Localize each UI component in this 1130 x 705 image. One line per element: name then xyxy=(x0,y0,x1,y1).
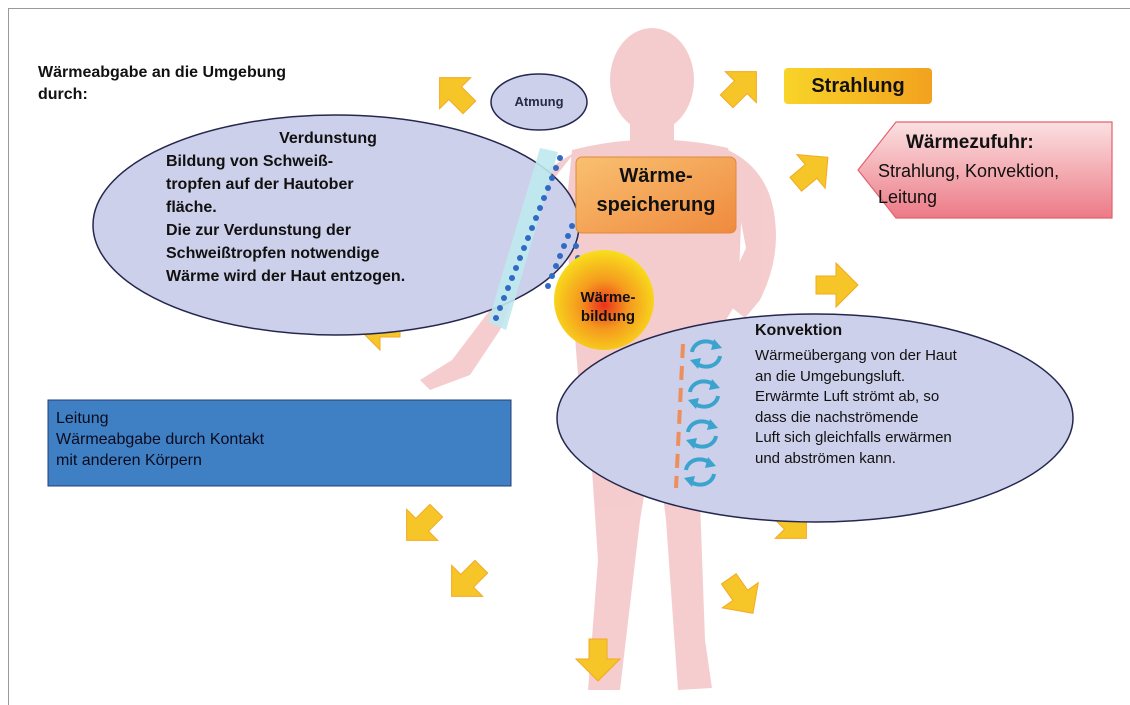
strahlung-label: Strahlung xyxy=(811,75,905,97)
atmung-ellipse xyxy=(490,73,588,131)
verdunstung-heading: Verdunstung xyxy=(279,130,377,147)
waermezufuhr-box xyxy=(857,121,1113,219)
waermebildung-glow xyxy=(554,250,654,350)
arrow-down-left-2 xyxy=(435,550,498,613)
skin-strip xyxy=(488,148,558,330)
arrow-up-right-mid xyxy=(781,139,843,202)
diagram-frame xyxy=(8,8,1130,705)
leitung-box xyxy=(47,399,512,487)
konvektion-ellipse xyxy=(556,313,1074,523)
sweat-drops xyxy=(493,155,581,321)
strahlung-box xyxy=(784,68,932,104)
konvektion-text: Wärmeübergang von der Haut an die Umgebu… xyxy=(755,347,957,467)
waermespeicherung-label: Wärme- speicherung xyxy=(596,165,716,216)
atmung-label: Atmung xyxy=(514,94,564,109)
verdunstung-text: Bildung von Schweiß- tropfen auf der Hau… xyxy=(166,153,406,285)
convection-dash-line xyxy=(674,343,685,489)
konvektion-heading: Konvektion xyxy=(755,322,843,339)
arrow-right xyxy=(815,262,859,308)
waermebildung-label: Wärme- bildung xyxy=(580,289,636,325)
waermespeicherung-box xyxy=(575,156,737,234)
waermezufuhr-text: Strahlung, Konvektion, Leitung xyxy=(878,161,1060,207)
arrow-down-right-1 xyxy=(710,565,772,627)
arrow-up-left xyxy=(423,61,486,124)
arrow-down-left-1 xyxy=(390,494,453,557)
waermezufuhr-heading: Wärmezufuhr: xyxy=(906,132,1034,153)
leitung-text: Leitung Wärmeabgabe durch Kontakt mit an… xyxy=(56,410,265,469)
page-title: Wärmeabgabe an die Umgebung durch: xyxy=(38,64,287,103)
arrow-up-right-top xyxy=(710,55,773,118)
